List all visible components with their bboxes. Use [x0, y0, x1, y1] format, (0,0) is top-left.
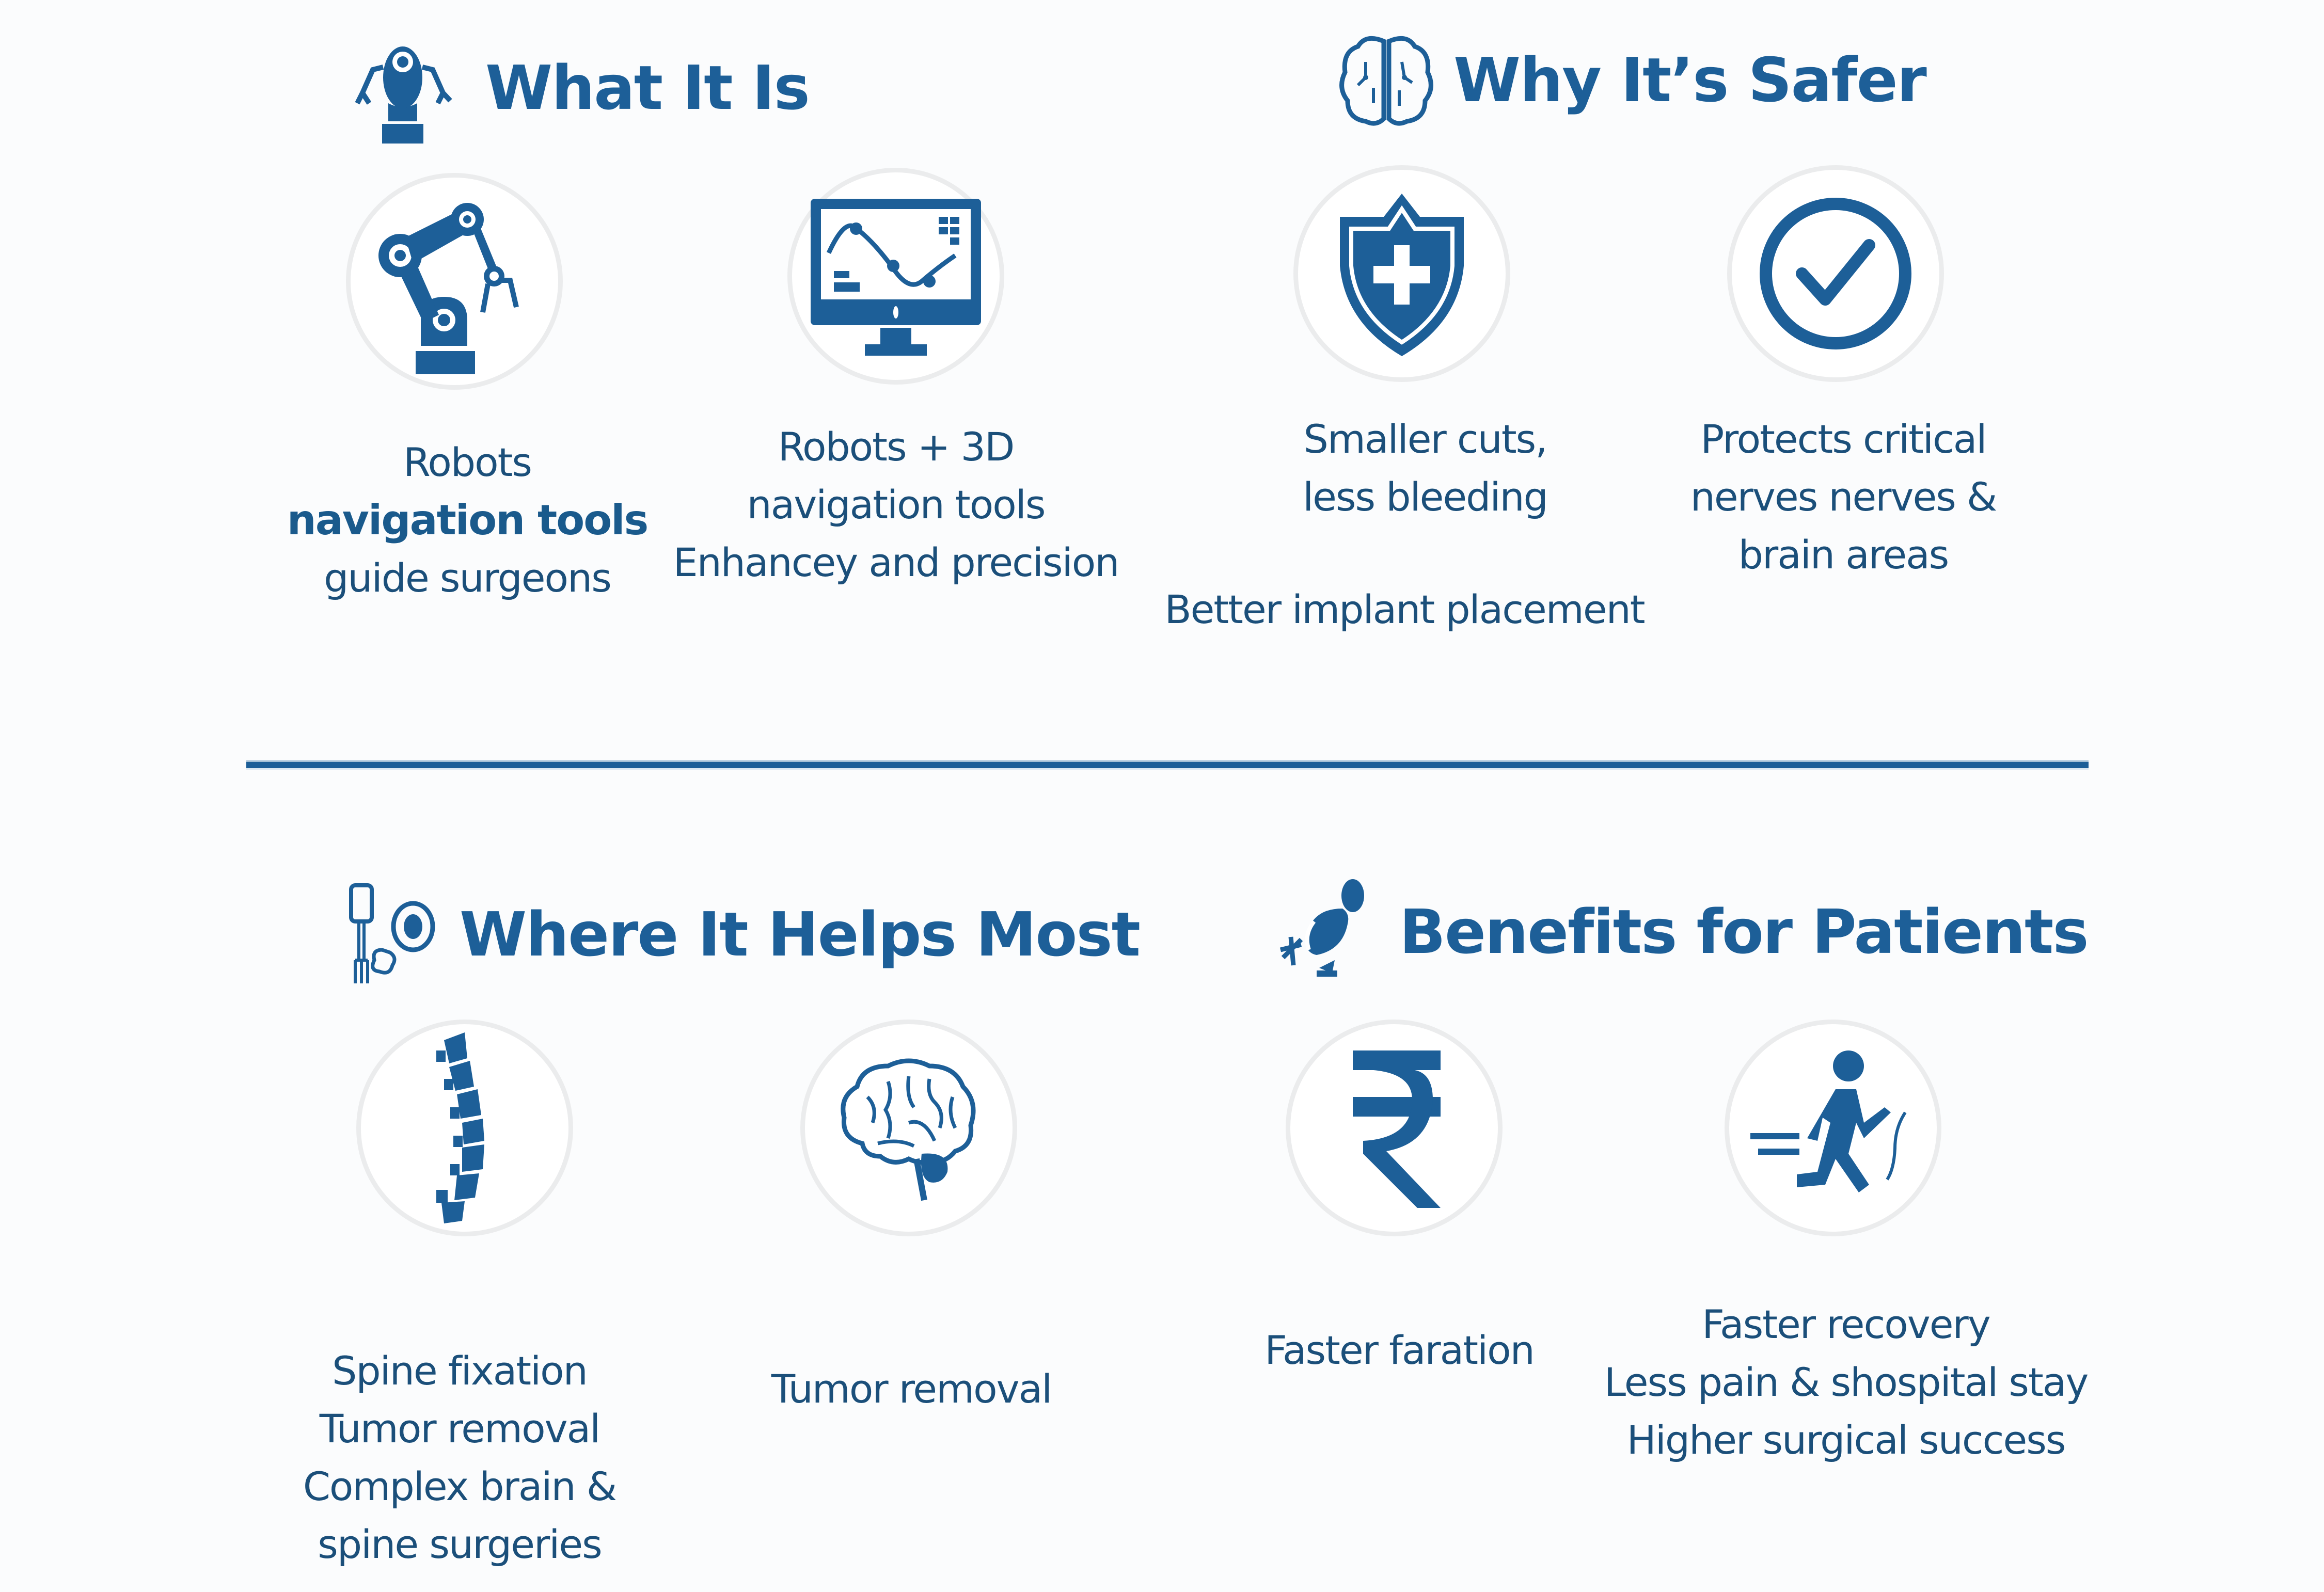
caption-line: Faster recovery	[1702, 1301, 1990, 1347]
caption-faster-recovery: Faster recovery Less pain & shospital st…	[1604, 1296, 2089, 1469]
shield-plus-icon	[1340, 194, 1464, 356]
caption-line-bold: navigation tools	[287, 496, 649, 544]
icon-circle-spine	[356, 1020, 573, 1236]
caption-smaller-cuts: Smaller cuts, less bleeding	[1303, 410, 1548, 526]
caption-robots-guide: Robots navigation tools guide surgeons	[287, 434, 649, 607]
caption-line: less bleeding	[1303, 474, 1548, 520]
caption-line: spine surgeries	[318, 1521, 602, 1567]
caption-line: guide surgeons	[324, 555, 612, 601]
icon-circle-runner	[1725, 1020, 1941, 1236]
robotic-arm-icon	[378, 203, 519, 374]
caption-better-implant: Better implant placement	[1164, 581, 1645, 639]
section-divider	[246, 762, 2089, 768]
brain-circuit-icon	[1339, 36, 1433, 126]
caption-line: Faster faration	[1264, 1327, 1535, 1373]
caption-line: Higher surgical success	[1626, 1417, 2066, 1463]
section-title-text: Benefits for Patients	[1399, 896, 2089, 967]
caption-line: Enhancey and precision	[673, 539, 1120, 585]
section-title-text: Why It’s Safer	[1453, 44, 1927, 116]
section-title-what-it-is: What It Is	[351, 31, 810, 145]
robot-icon	[355, 46, 452, 144]
section-title-text: Where It Helps Most	[460, 899, 1141, 970]
monitor-graph-icon	[811, 199, 981, 356]
caption-line: Complex brain &	[303, 1463, 617, 1509]
caption-line: Robots + 3D	[778, 424, 1015, 470]
caption-line: Better implant placement	[1164, 586, 1645, 632]
icon-circle-shield	[1293, 165, 1510, 382]
caption-line: brain areas	[1738, 532, 1950, 578]
caption-line: Tumor removal	[771, 1366, 1053, 1412]
check-circle-icon	[1760, 198, 1911, 349]
icon-circle-check	[1727, 165, 1944, 382]
surgical-tools-icon	[349, 883, 435, 983]
caption-line: nerves nerves &	[1690, 474, 1998, 520]
section-title-where-it-helps-most: Where It Helps Most	[341, 883, 1141, 986]
caption-line: Protects critical	[1700, 416, 1987, 462]
caption-robots-3d: Robots + 3D navigation tools Enhancey an…	[673, 418, 1120, 592]
section-title-why-its-safer: Why It’s Safer	[1335, 31, 1927, 129]
section-title-text: What It Is	[485, 52, 810, 123]
section-title-benefits-for-patients: Benefits for Patients	[1265, 878, 2089, 986]
rupee-icon	[1353, 1050, 1441, 1208]
caption-line: Tumor removal	[319, 1406, 601, 1452]
caption-line: navigation tools	[747, 482, 1046, 528]
caption-line: Robots	[403, 439, 532, 485]
icon-circle-brain	[800, 1020, 1017, 1236]
caption-protects-critical: Protects critical nerves nerves & brain …	[1690, 410, 1998, 584]
caption-line: Smaller cuts,	[1303, 416, 1548, 462]
caption-tumor-removal: Tumor removal	[771, 1360, 1053, 1418]
caption-spine-fixation: Spine fixation Tumor removal Complex bra…	[303, 1342, 617, 1573]
icon-circle-robotic-arm	[346, 173, 563, 390]
icon-circle-monitor	[787, 168, 1004, 385]
spine-icon	[436, 1032, 484, 1223]
running-person-icon	[1750, 1050, 1907, 1192]
icon-circle-rupee	[1286, 1020, 1503, 1236]
medical-capsule-icon	[1279, 879, 1364, 977]
brain-icon	[841, 1058, 976, 1201]
caption-line: Less pain & shospital stay	[1604, 1359, 2089, 1405]
caption-line: Spine fixation	[332, 1348, 588, 1394]
caption-faster-faration: Faster faration	[1264, 1322, 1535, 1379]
